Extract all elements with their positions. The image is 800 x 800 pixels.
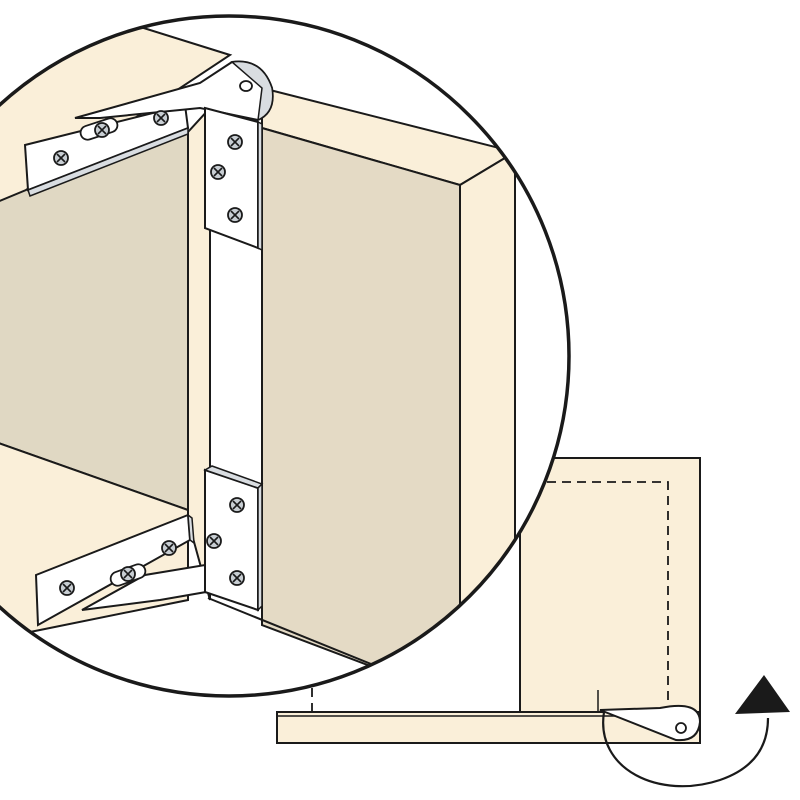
phillips-screw-icon [206, 533, 222, 549]
phillips-screw-icon [229, 497, 245, 513]
overview-cabinet [276, 457, 790, 788]
phillips-screw-icon [59, 580, 75, 596]
phillips-screw-icon [161, 540, 177, 556]
phillips-screw-icon [53, 150, 69, 166]
overview-rotation-arc [602, 711, 770, 788]
bottom-hinge [34, 465, 264, 627]
overview-hinge [599, 704, 702, 742]
phillips-screw-icon [153, 110, 169, 126]
magnified-detail [0, 14, 571, 698]
phillips-screw-icon [94, 122, 110, 138]
phillips-screw-icon [120, 566, 136, 582]
phillips-screw-icon [227, 134, 243, 150]
phillips-screw-icon [227, 207, 243, 223]
curved-arrow-icon [735, 675, 790, 714]
overview-cabinet-side [519, 457, 701, 715]
phillips-screw-icon [229, 570, 245, 586]
door-face [261, 126, 461, 696]
magnifier-circle-outline [0, 14, 571, 698]
top-hinge [23, 60, 274, 252]
door-side-edge [459, 150, 516, 696]
phillips-screw-icon [210, 164, 226, 180]
